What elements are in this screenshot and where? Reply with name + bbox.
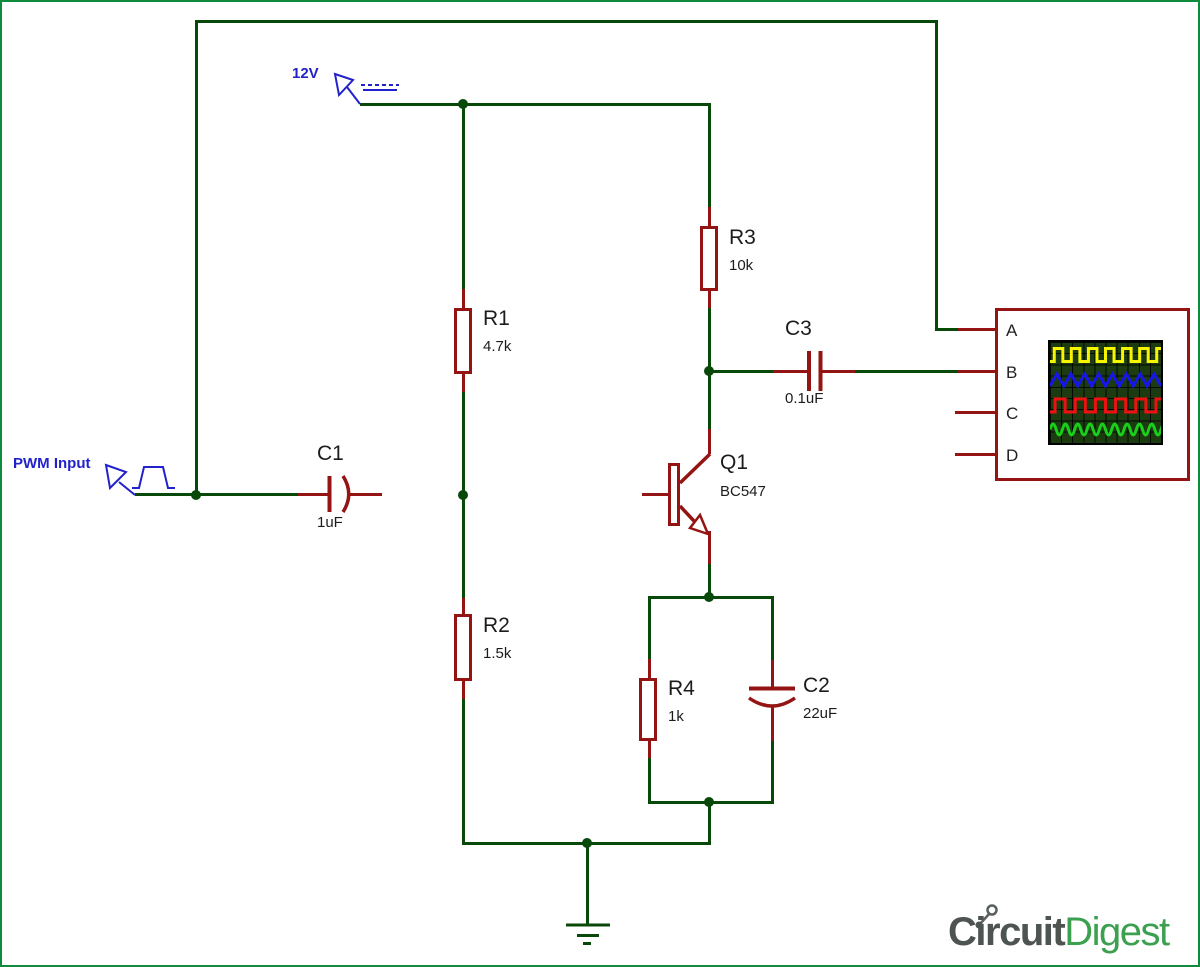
transistor-q1-symbol	[678, 452, 712, 537]
logo-text-circuit: Circuit	[948, 910, 1066, 954]
wire-segment	[854, 370, 958, 373]
circuitdigest-logo: CircuitDigest	[948, 910, 1170, 955]
logo-text-digest: Digest	[1064, 910, 1170, 954]
r2-value: 1.5k	[483, 645, 512, 662]
component-lead	[771, 707, 774, 741]
r2-designator: R2	[483, 614, 510, 637]
scope-wave-d	[1048, 422, 1175, 437]
component-lead	[773, 370, 809, 373]
wire-segment	[708, 103, 711, 207]
junction-dot	[704, 592, 714, 602]
component-lead	[350, 493, 382, 496]
wire-segment	[586, 842, 589, 925]
resistor-r4-body	[639, 678, 657, 741]
component-lead	[708, 207, 711, 227]
logo-probe-icon	[975, 904, 998, 929]
resistor-r1-body	[454, 308, 472, 374]
r1-value: 4.7k	[483, 338, 512, 355]
dc-supply-symbol	[333, 72, 399, 105]
c2-value: 22uF	[803, 705, 838, 722]
junction-dot	[704, 366, 714, 376]
supply-voltage-label: 12V	[292, 65, 319, 82]
wire-segment	[708, 801, 711, 845]
wire-segment	[195, 20, 198, 497]
junction-dot	[191, 490, 201, 500]
scope-pin-stub	[958, 370, 997, 373]
r3-designator: R3	[729, 226, 756, 249]
component-lead	[648, 659, 651, 679]
c3-value: 0.1uF	[785, 390, 824, 407]
wire-segment	[195, 20, 938, 23]
wire-segment	[771, 596, 774, 660]
component-lead	[462, 680, 465, 699]
component-lead	[642, 493, 669, 496]
component-lead	[708, 290, 711, 308]
scope-channel-a-label: A	[1006, 321, 1018, 340]
scope-channel-c-label: C	[1006, 404, 1019, 423]
scope-pin-stub	[955, 453, 997, 456]
ground-symbol	[566, 923, 610, 945]
wire-segment	[135, 493, 298, 496]
wire-segment	[648, 758, 651, 804]
component-lead	[708, 531, 711, 564]
resistor-r2-body	[454, 614, 472, 681]
scope-pin-stub	[958, 328, 997, 331]
wire-segment	[935, 20, 938, 331]
resistor-r3-body	[700, 226, 718, 291]
r4-value: 1k	[668, 708, 684, 725]
capacitor-c2-symbol	[748, 686, 796, 708]
wire-segment	[360, 103, 711, 106]
wire-segment	[935, 328, 958, 331]
r4-designator: R4	[668, 677, 695, 700]
component-lead	[819, 370, 855, 373]
scope-channel-b-label: B	[1006, 363, 1018, 382]
wire-segment	[708, 564, 711, 598]
wire-segment	[708, 370, 773, 373]
scope-wave-a	[1050, 347, 1170, 363]
scope-wave-b	[1048, 371, 1163, 389]
scope-pin-stub	[955, 411, 997, 414]
c3-designator: C3	[785, 317, 812, 340]
component-lead	[462, 289, 465, 309]
component-lead	[708, 429, 711, 454]
junction-dot	[704, 797, 714, 807]
scope-channel-d-label: D	[1006, 446, 1019, 465]
wire-segment	[462, 103, 465, 290]
c1-designator: C1	[317, 442, 344, 465]
r1-designator: R1	[483, 307, 510, 330]
c2-designator: C2	[803, 674, 830, 697]
oscilloscope-screen	[1048, 340, 1175, 445]
wire-segment	[648, 596, 651, 660]
scope-waveforms	[1048, 347, 1175, 437]
wire-segment	[771, 741, 774, 804]
capacitor-c1-symbol	[327, 475, 351, 513]
scope-wave-c	[1050, 397, 1172, 414]
component-lead	[771, 660, 774, 689]
wire-segment	[462, 699, 465, 845]
transistor-q1-base-bar	[668, 463, 680, 526]
component-lead	[648, 740, 651, 758]
pwm-source-symbol	[104, 463, 175, 496]
component-lead	[462, 598, 465, 615]
junction-dot	[582, 838, 592, 848]
component-lead	[462, 374, 465, 392]
junction-dot	[458, 490, 468, 500]
q1-designator: Q1	[720, 451, 749, 474]
component-lead	[298, 493, 329, 496]
r3-value: 10k	[729, 257, 754, 274]
c1-value: 1uF	[317, 514, 343, 531]
junction-dot	[458, 99, 468, 109]
pulse-waveform-icon	[132, 466, 175, 489]
pwm-input-label: PWM Input	[13, 455, 91, 472]
q1-value: BC547	[720, 483, 766, 500]
